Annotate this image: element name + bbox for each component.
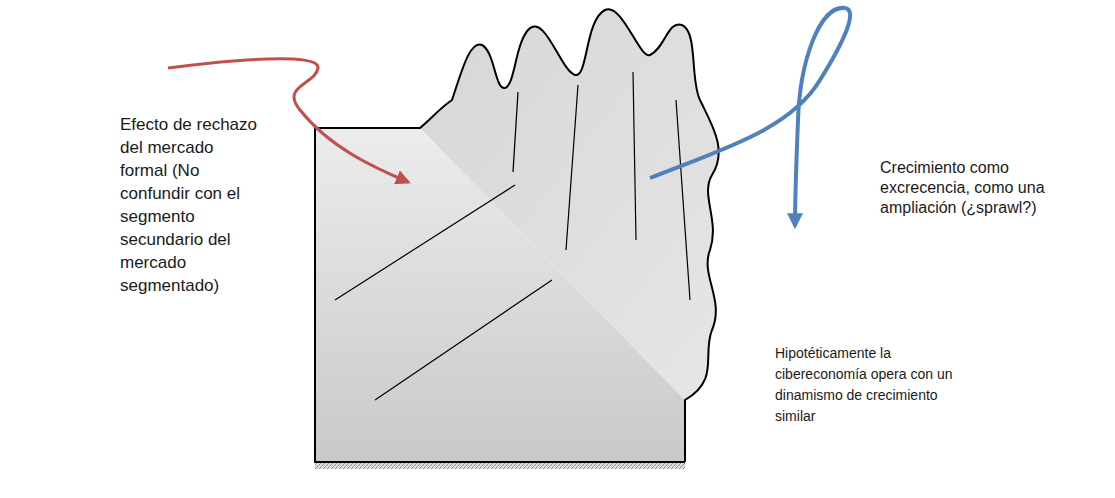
growth-region: [420, 9, 719, 400]
annotation-text: Hipotéticamente la cibereconomía opera c…: [775, 343, 957, 427]
inner-strokes: [335, 72, 690, 400]
blue-arrow: [650, 8, 850, 226]
shape-outline: [315, 9, 719, 462]
annotation-text: Efecto de rechazo del mercado formal (No…: [120, 113, 258, 297]
ground-band: [315, 463, 685, 469]
annotation-text: Crecimiento como excrecencia, como una a…: [880, 158, 1085, 218]
